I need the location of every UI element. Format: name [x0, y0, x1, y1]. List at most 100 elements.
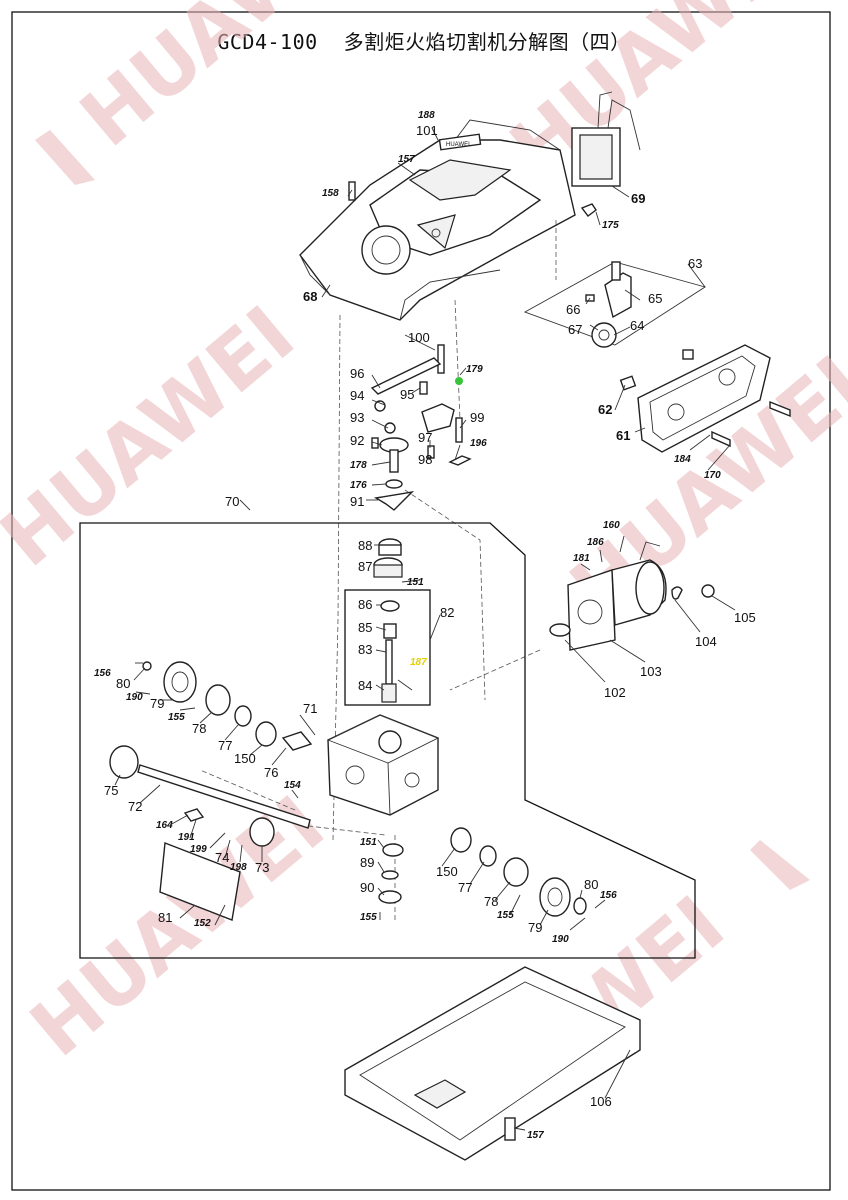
label-76: 76: [264, 765, 278, 780]
label-73: 73: [255, 860, 269, 875]
label-81: 81: [158, 910, 172, 925]
label-91: 91: [350, 494, 364, 509]
label-87: 87: [358, 559, 372, 574]
label-191: 191: [178, 832, 195, 843]
page-title: GCD4-100 多割炬火焰切割机分解图（四）: [0, 26, 848, 55]
label-66: 66: [566, 302, 580, 317]
label-101: 101: [416, 123, 438, 138]
label-79-left: 79: [150, 696, 164, 711]
label-96: 96: [350, 366, 364, 381]
label-187-highlighted: 187: [410, 657, 427, 668]
label-78-bottom: 78: [484, 894, 498, 909]
label-184: 184: [674, 454, 691, 465]
model-number: GCD4-100: [217, 30, 318, 54]
cover-plate-part-61: [619, 344, 791, 453]
label-95: 95: [400, 387, 414, 402]
spindle-parts-83-88: [373, 538, 403, 703]
label-62: 62: [598, 402, 612, 417]
label-152: 152: [194, 918, 211, 929]
page-frame: [11, 11, 831, 1191]
label-79-bottom: 79: [528, 920, 542, 935]
label-155-bottom: 155: [360, 912, 377, 923]
transformer-part-69: [571, 91, 641, 187]
label-77-left: 77: [218, 738, 232, 753]
plate-text: HUAWEI: [446, 142, 470, 148]
label-155-right: 155: [497, 910, 514, 921]
label-74: 74: [215, 850, 229, 865]
label-65: 65: [648, 291, 662, 306]
label-151-bottom: 151: [360, 837, 377, 848]
label-160: 160: [603, 520, 620, 531]
label-75: 75: [104, 783, 118, 798]
label-70: 70: [225, 494, 239, 509]
watermark-text-1: HUAWEI: [64, 0, 391, 165]
label-82: 82: [440, 605, 454, 620]
screw-part-158: [348, 181, 356, 201]
label-154: 154: [284, 780, 301, 791]
label-199: 199: [190, 844, 207, 855]
label-106: 106: [590, 1094, 612, 1109]
label-99: 99: [470, 410, 484, 425]
label-181: 181: [573, 553, 590, 564]
label-89: 89: [360, 855, 374, 870]
green-marker-dot: [455, 377, 463, 385]
label-72: 72: [128, 799, 142, 814]
label-84: 84: [358, 678, 372, 693]
label-190-left: 190: [126, 692, 143, 703]
label-151-top: 151: [407, 577, 424, 588]
label-93: 93: [350, 410, 364, 425]
label-80-left: 80: [116, 676, 130, 691]
label-69: 69: [631, 191, 645, 206]
part-number-labels: 188 101 157 158 69 175 68 63 65 66 67 64…: [94, 110, 756, 1141]
label-178: 178: [350, 460, 367, 471]
base-tray-part-106: [344, 966, 641, 1161]
label-68: 68: [303, 289, 317, 304]
label-61: 61: [616, 428, 630, 443]
leader-lines: [114, 127, 736, 1131]
label-175: 175: [602, 220, 619, 231]
motor-part-103: [549, 541, 715, 651]
label-77-bottom: 77: [458, 880, 472, 895]
label-85: 85: [358, 620, 372, 635]
gearbox-part-71: [326, 714, 440, 816]
watermark-logo-2: [750, 840, 810, 890]
linkage-parts-91-100: [370, 344, 472, 511]
label-104: 104: [695, 634, 717, 649]
label-90: 90: [360, 880, 374, 895]
label-102: 102: [604, 685, 626, 700]
label-156-bottom: 156: [600, 890, 617, 901]
label-158: 158: [322, 188, 339, 199]
wing-nut-part-175: [580, 203, 597, 217]
label-94: 94: [350, 388, 364, 403]
watermark-text-5: HUAWEI: [14, 780, 341, 1075]
label-188: 188: [418, 110, 435, 121]
label-186: 186: [587, 537, 604, 548]
group-box-70: [79, 522, 696, 959]
label-164: 164: [156, 820, 173, 831]
label-86: 86: [358, 597, 372, 612]
left-wheel-train-parts: [109, 661, 313, 921]
label-103: 103: [640, 664, 662, 679]
label-157-bottom: 157: [527, 1130, 544, 1141]
label-156-left: 156: [94, 668, 111, 679]
label-98: 98: [418, 452, 432, 467]
label-100: 100: [408, 330, 430, 345]
label-198: 198: [230, 862, 247, 873]
label-170: 170: [704, 470, 721, 481]
label-196: 196: [470, 438, 487, 449]
label-150-left: 150: [234, 751, 256, 766]
label-71: 71: [303, 701, 317, 716]
label-155-left: 155: [168, 712, 185, 723]
watermark-text-3: HUAWEI: [0, 290, 311, 585]
watermark-logo-1: [35, 130, 95, 185]
bracket-group-part-63: [523, 261, 707, 348]
label-83: 83: [358, 642, 372, 657]
top-housing-part-68: [299, 119, 576, 321]
label-67: 67: [568, 322, 582, 337]
name-plate-part-101: HUAWEI: [438, 133, 482, 151]
label-97: 97: [418, 430, 432, 445]
label-157-top: 157: [398, 154, 415, 165]
diagram-name: 多割炬火焰切割机分解图（四）: [343, 30, 631, 54]
label-63: 63: [688, 256, 702, 271]
